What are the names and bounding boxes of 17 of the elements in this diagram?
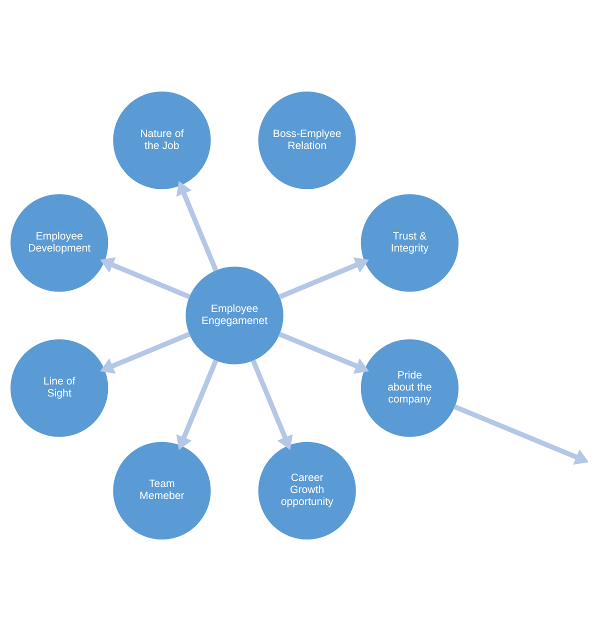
node-circle: Boss-Emplyee Relation — [258, 91, 356, 190]
node-circle: Pride about the company — [360, 339, 459, 437]
arrow — [278, 332, 370, 374]
arrow — [176, 359, 218, 450]
node-circle: Employee Engegamenet — [186, 266, 284, 364]
arrow — [100, 257, 191, 300]
arrow — [100, 332, 191, 374]
arrow — [250, 359, 293, 450]
node-circle: Line of Sight — [10, 339, 108, 437]
node-circle: Nature of the Job — [113, 91, 211, 190]
arrow — [278, 257, 370, 300]
node-circle: Career Growth opportunity — [258, 442, 356, 540]
node-circle: Team Memeber — [113, 442, 211, 540]
arrow — [454, 404, 588, 465]
node-circle: Employee Development — [10, 194, 108, 292]
node-circle: Trust & Integrity — [360, 194, 459, 292]
arrow — [176, 181, 218, 272]
